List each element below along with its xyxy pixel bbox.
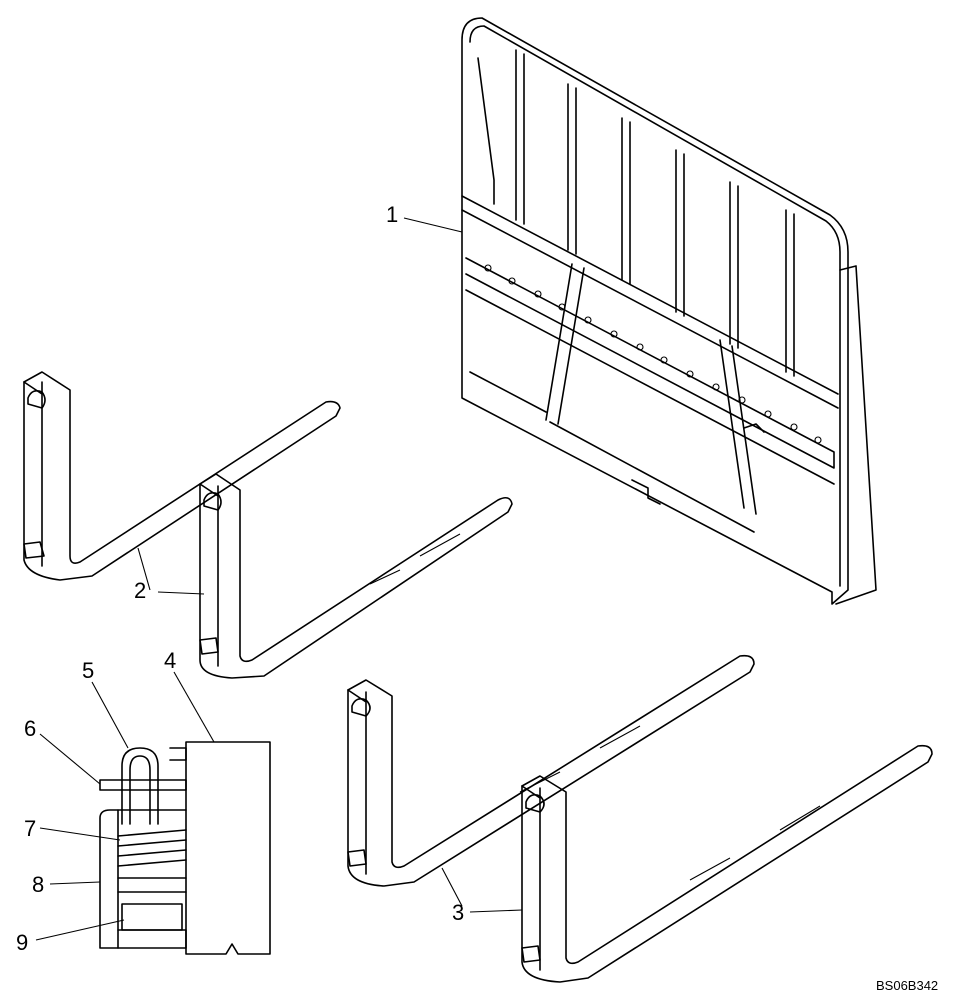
callout-7: 7	[24, 816, 36, 841]
callout-8: 8	[32, 872, 44, 897]
callout-2: 2	[134, 578, 146, 603]
callout-9: 9	[16, 930, 28, 955]
callout-6: 6	[24, 716, 36, 741]
load-backrest-frame	[461, 17, 877, 605]
callout-3: 3	[452, 900, 464, 925]
callout-4: 4	[164, 648, 176, 673]
fork-item-2-left	[23, 371, 341, 581]
drawing-code: BS06B342	[876, 978, 938, 993]
leader-lines	[35, 217, 523, 941]
fork-lock-detail	[99, 741, 271, 955]
fork-item-3-right	[521, 744, 933, 983]
callout-5: 5	[82, 658, 94, 683]
fork-item-2-right	[199, 473, 513, 679]
callout-1: 1	[386, 202, 398, 227]
fork-item-3-left	[347, 654, 755, 887]
